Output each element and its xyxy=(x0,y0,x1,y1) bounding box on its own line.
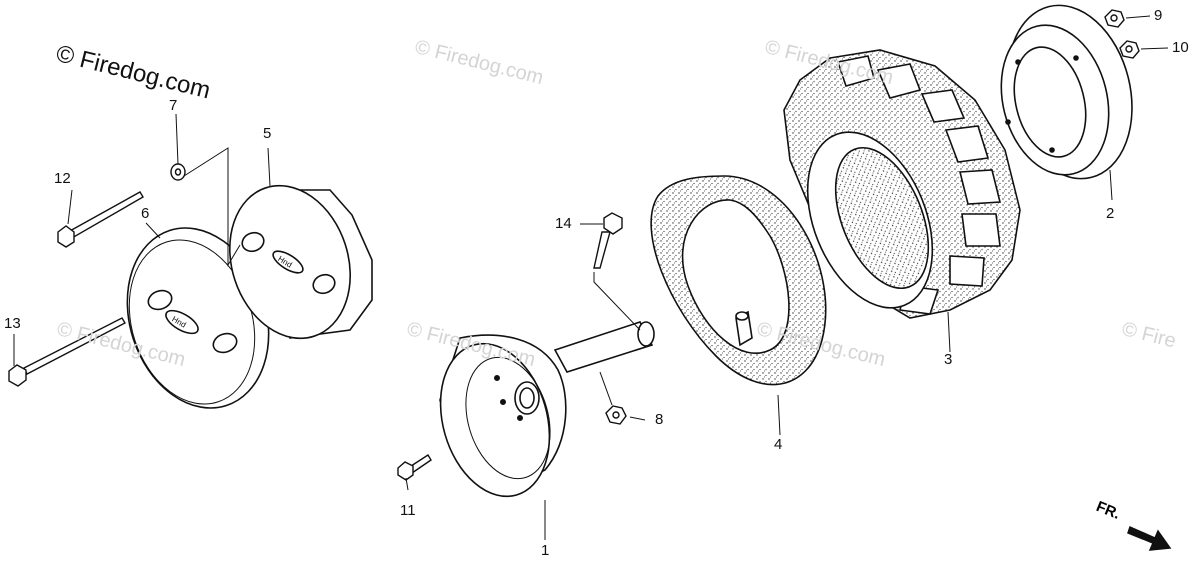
washer xyxy=(170,163,186,181)
inner-tube xyxy=(650,175,827,386)
bolt xyxy=(8,317,126,387)
nut xyxy=(1104,9,1125,28)
callout-1: 1 xyxy=(541,542,550,559)
callout-8: 8 xyxy=(655,411,664,428)
callout-11: 11 xyxy=(400,502,416,519)
lug-tire xyxy=(783,49,1021,319)
callout-2: 2 xyxy=(1106,205,1115,222)
wheel-hub-rim xyxy=(439,321,655,498)
front-arrow-icon xyxy=(1127,525,1172,551)
callout-12: 12 xyxy=(54,170,71,187)
callout-4: 4 xyxy=(774,436,783,453)
callout-10: 10 xyxy=(1172,39,1189,56)
callout-14: 14 xyxy=(555,215,572,232)
callout-5: 5 xyxy=(263,125,272,142)
callout-3: 3 xyxy=(944,351,953,368)
callout-7: 7 xyxy=(169,97,178,114)
rim-ring xyxy=(1000,4,1133,180)
wheel-cap-inner: Hnd xyxy=(229,184,373,340)
bolt xyxy=(397,454,432,481)
bolt xyxy=(57,191,144,248)
bolt xyxy=(593,212,623,269)
nut xyxy=(605,405,627,425)
leader-lines xyxy=(13,15,1169,540)
callout-6: 6 xyxy=(141,205,150,222)
callout-13: 13 xyxy=(4,315,21,332)
nut xyxy=(1119,40,1140,59)
callout-9: 9 xyxy=(1154,7,1163,24)
